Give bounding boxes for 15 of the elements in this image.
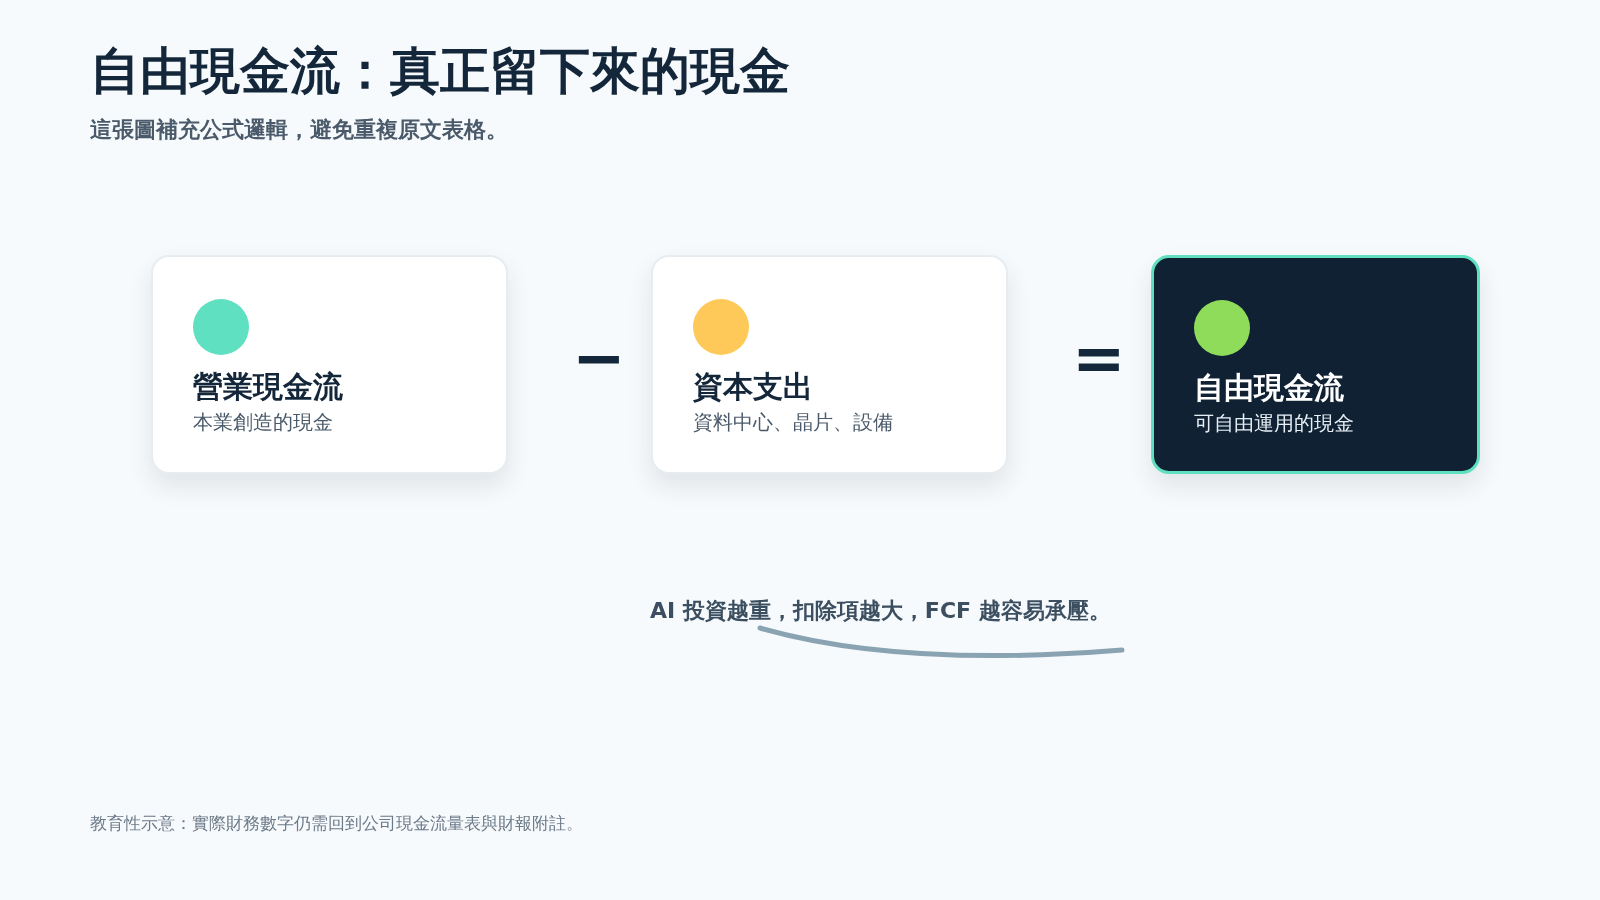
title: 自由現金流：真正留下來的現金	[90, 41, 790, 102]
note-text: AI 投資越重，扣除項越大，FCF 越容易承壓。	[650, 597, 1111, 625]
card-description: 可自由運用的現金	[1194, 410, 1354, 437]
footnote: 教育性示意：實際財務數字仍需回到公司現金流量表與財報附註。	[90, 812, 583, 835]
formula-card	[1151, 255, 1480, 474]
card-description: 本業創造的現金	[193, 409, 333, 436]
card-heading: 營業現金流	[193, 368, 343, 406]
formula-card	[151, 255, 508, 474]
equals-sign: =	[1072, 326, 1126, 390]
subtitle: 這張圖補充公式邏輯，避免重複原文表格。	[90, 116, 508, 144]
card-heading: 資本支出	[693, 368, 813, 406]
card-description: 資料中心、晶片、設備	[693, 409, 893, 436]
minus-sign: −	[572, 326, 626, 390]
card-heading: 自由現金流	[1194, 369, 1344, 407]
formula-card	[651, 255, 1008, 474]
